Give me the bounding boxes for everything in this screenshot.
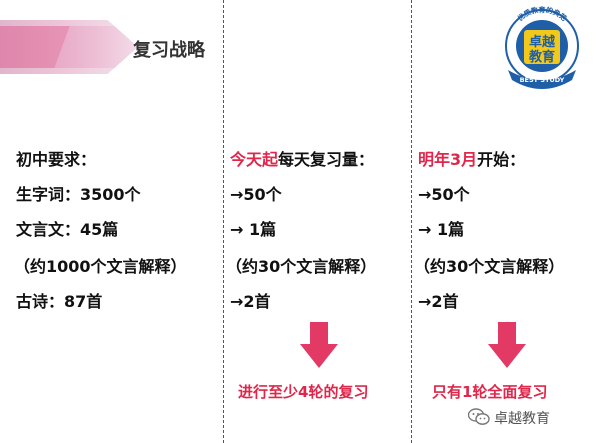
header-banner <box>0 20 138 74</box>
banner-band <box>0 26 138 68</box>
col2-row: → 1篇 <box>230 220 277 239</box>
col1-row: （约1000个文言解释） <box>14 257 187 276</box>
col3-row: →2首 <box>418 292 459 311</box>
footer-brand-text: 卓越教育 <box>494 411 550 427</box>
col2-caption: 进行至少4轮的复习 <box>238 383 369 401</box>
col3-row: →50个 <box>418 185 470 204</box>
col1-heading: 初中要求： <box>16 150 97 169</box>
col3-row: → 1篇 <box>418 220 465 239</box>
page-title: 复习战略 <box>133 40 205 61</box>
col1-row: 文言文：45篇 <box>16 220 119 239</box>
brand-logo: 优质教育的典范 卓越 教育 BEST STUDY <box>505 6 579 89</box>
col2-row: （约30个文言解释） <box>226 257 377 276</box>
col3-heading: 明年3月开始： <box>418 150 525 170</box>
col3-caption: 只有1轮全面复习 <box>432 383 548 401</box>
col3-heading-rest: 开始： <box>477 150 526 169</box>
col2-heading: 今天起每天复习量： <box>230 150 374 170</box>
col2-heading-rest: 每天复习量： <box>278 150 375 169</box>
column-divider-2 <box>411 0 412 443</box>
footer-brand: 卓越教育 <box>467 408 550 430</box>
logo-ribbon-text: BEST STUDY <box>520 76 565 84</box>
col1-row: 古诗：87首 <box>16 292 103 311</box>
down-arrow-icon <box>488 322 526 368</box>
col2-heading-highlight: 今天起 <box>230 150 279 169</box>
col3-row: （约30个文言解释） <box>414 257 565 276</box>
down-arrow-icon <box>300 322 338 368</box>
column-divider-1 <box>223 0 224 443</box>
col1-row: 生字词：3500个 <box>16 185 141 204</box>
logo-line1: 卓越 <box>529 34 556 50</box>
col2-row: →50个 <box>230 185 282 204</box>
logo-line2: 教育 <box>528 49 555 65</box>
wechat-icon <box>467 408 490 430</box>
col2-row: →2首 <box>230 292 271 311</box>
col3-heading-highlight: 明年3月 <box>418 150 478 169</box>
